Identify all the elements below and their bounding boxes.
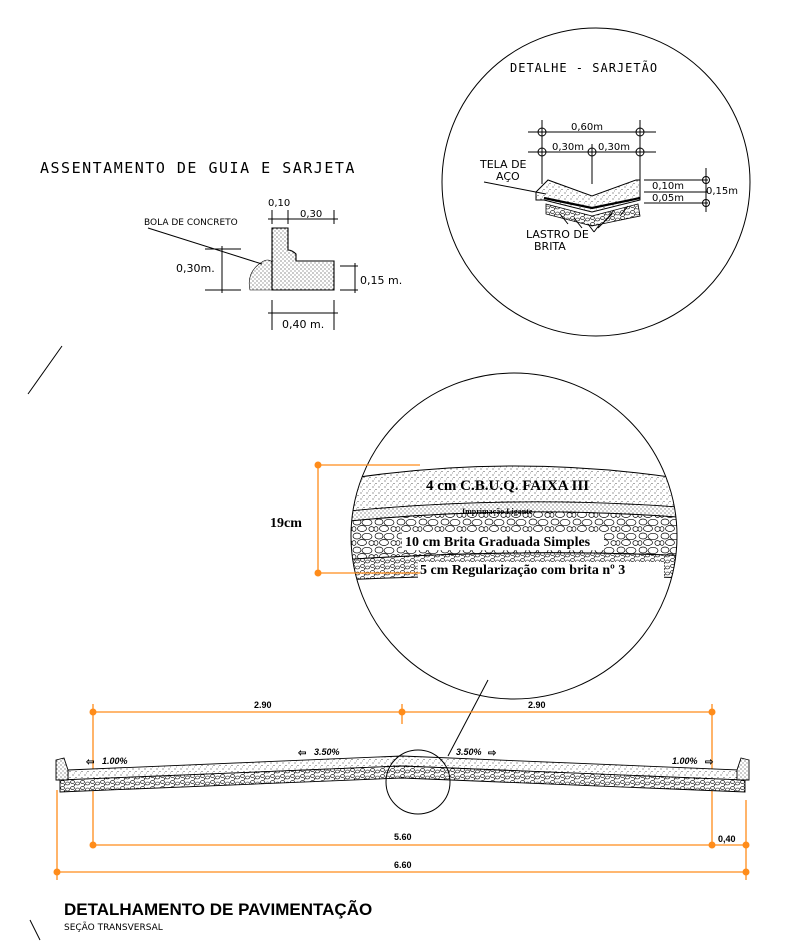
soil-hatch xyxy=(559,205,629,233)
layer-detail: 4 cm C.B.U.Q. FAIXA III Imprimação Ligan… xyxy=(270,372,678,700)
concrete-label: BOLA DE CONCRETO xyxy=(144,218,238,228)
gravel-bed xyxy=(545,203,641,227)
gutter-dim-bottom-layer: 0,05m xyxy=(652,193,684,204)
curb-section-title: ASSENTAMENTO DE GUIA E SARJETA xyxy=(40,159,356,177)
total-thickness: 19cm xyxy=(270,516,302,531)
detail-leader xyxy=(447,679,489,757)
arrow-right-shoulder-icon: ⇨ xyxy=(705,757,714,768)
right-curb xyxy=(736,757,750,781)
gutter-dim-total-width: 0,60m xyxy=(571,122,603,133)
gutter-dim-total-depth: 0,15m xyxy=(706,186,738,197)
arrow-left-lane-icon: ⇦ xyxy=(297,748,307,759)
dim-total-width: 6.60 xyxy=(394,860,412,870)
gutter-detail-circle xyxy=(441,27,751,337)
curb-dim-gutter: 0,15 m. xyxy=(360,274,402,287)
dim-sidewalk: 0,40 xyxy=(718,834,736,844)
curb-dim-height: 0,30m. xyxy=(176,262,215,275)
base-label-line-2: BRITA xyxy=(534,240,566,253)
concrete-ball xyxy=(248,259,273,291)
curb-dim-top-left: 0,10 xyxy=(268,198,290,209)
curb-section: ASSENTAMENTO DE GUIA E SARJETA BOLA DE C… xyxy=(40,159,402,331)
concrete-leader xyxy=(147,227,263,265)
left-curb xyxy=(55,757,69,781)
tack-coat-label: Imprimação Ligante xyxy=(462,507,533,516)
gutter-detail: DETALHE - SARJETÃO 0,60m 0,30m 0,30m TEL… xyxy=(441,27,751,337)
gutter-dim-top-layer: 0,10m xyxy=(652,181,684,192)
layer-1-label: 4 cm C.B.U.Q. FAIXA III xyxy=(426,478,589,494)
slope-left-lane: 3.50% xyxy=(314,747,340,757)
arrow-right-lane-icon: ⇨ xyxy=(488,748,497,759)
slope-left-shoulder: 1.00% xyxy=(102,756,128,766)
curb-profile xyxy=(271,227,335,291)
base-label-line-1: LASTRO DE xyxy=(526,228,589,241)
slope-right-lane: 3.50% xyxy=(456,747,482,757)
gutter-detail-title: DETALHE - SARJETÃO xyxy=(510,60,658,75)
arrow-left-shoulder-icon: ⇦ xyxy=(85,757,95,768)
slope-right-shoulder: 1.00% xyxy=(672,756,698,766)
dim-right-half: 2.90 xyxy=(528,700,546,710)
gutter-dim-half-right: 0,30m xyxy=(598,142,630,153)
layer-2-label: 10 cm Brita Graduada Simples xyxy=(405,535,591,550)
mesh-label-line-2: AÇO xyxy=(496,170,520,183)
detail-reference-circle xyxy=(385,749,451,815)
dim-left-half: 2.90 xyxy=(254,700,272,710)
curb-dim-base: 0,40 m. xyxy=(282,318,324,331)
curb-dim-top-right: 0,30 xyxy=(300,209,322,220)
mesh-label-line-1: TELA DE xyxy=(479,158,527,171)
stray-mark xyxy=(27,345,63,395)
drawing-subtitle: SEÇÃO TRANSVERSAL xyxy=(64,922,163,933)
layer-3-label: 5 cm Regularização com brita nº 3 xyxy=(420,563,625,578)
pavement-base-layer xyxy=(59,765,746,793)
stray-mark xyxy=(29,919,41,941)
gutter-dim-half-left: 0,30m xyxy=(552,142,584,153)
cross-section: 2.90 2.90 ⇦ 1.00% ⇦ 3.50% 3.50% ⇨ 1.00% … xyxy=(53,700,750,880)
drawing-title: DETALHAMENTO DE PAVIMENTAÇÃO xyxy=(64,899,372,919)
layer-detail-circle xyxy=(350,372,678,700)
dim-paved-width: 5.60 xyxy=(394,832,412,842)
steel-mesh xyxy=(543,196,641,210)
